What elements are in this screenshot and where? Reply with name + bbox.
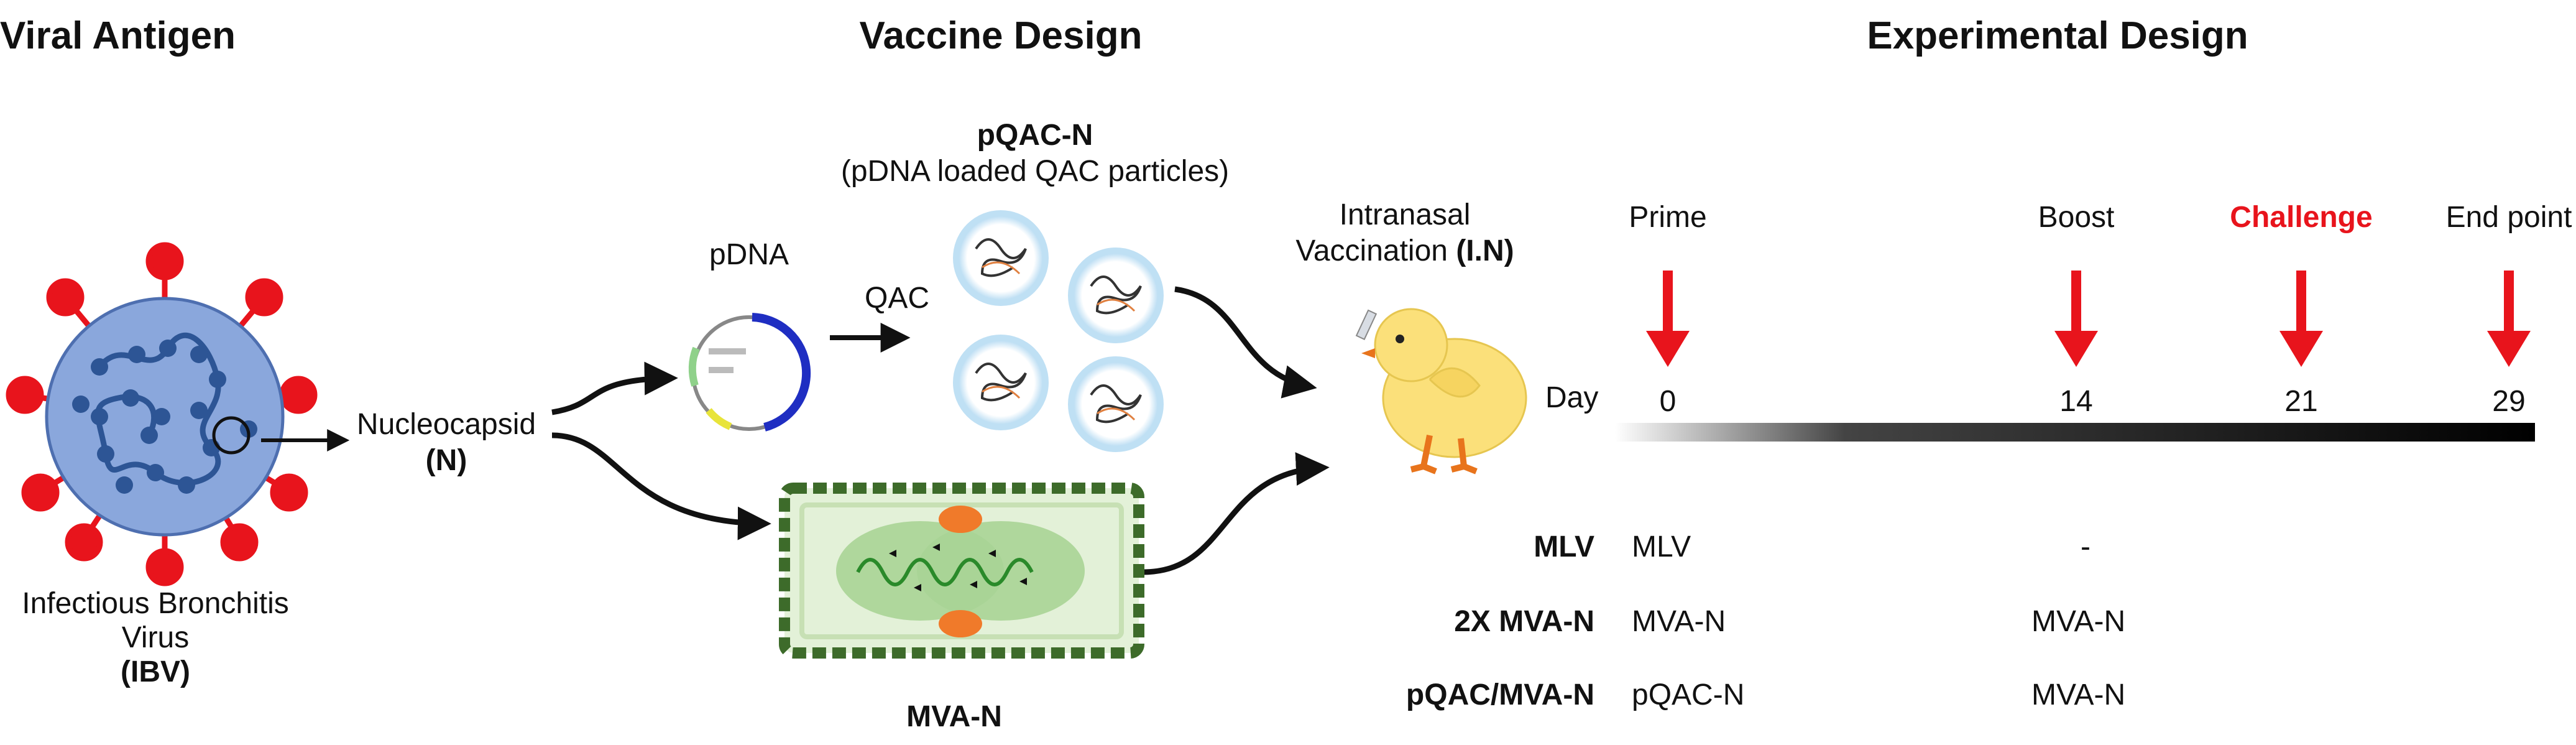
- chick-icon: [1355, 308, 1527, 474]
- group-2xmva-boost: MVA-N: [2031, 605, 2126, 638]
- nucleocapsid-label: Nucleocapsid: [356, 408, 536, 441]
- day-14-label: 14: [2059, 385, 2093, 418]
- vaccination-line2: Vaccination: [1295, 234, 1448, 267]
- virus-name-line1: Infectious Bronchitis: [22, 587, 289, 620]
- event-challenge-label: Challenge: [2230, 201, 2373, 234]
- vaccination-line2-group: Vaccination (I.N): [1295, 234, 1514, 268]
- day-29-label: 29: [2492, 385, 2526, 418]
- qac-label: QAC: [864, 282, 930, 315]
- event-boost-label: Boost: [2038, 201, 2115, 234]
- pqac-to-chick-arrow: [1174, 286, 1317, 399]
- pqac-n-subtitle: (pDNA loaded QAC particles): [840, 155, 1230, 188]
- day-label: Day: [1545, 381, 1599, 414]
- day-21-label: 21: [2284, 385, 2318, 418]
- pqac-n-title: pQAC-N: [977, 119, 1093, 152]
- group-pqac-name: pQAC/MVA-N: [1405, 678, 1594, 711]
- nucleocapsid-abbrev: (N): [425, 444, 467, 477]
- vaccine-design-heading: Vaccine Design: [859, 14, 1143, 57]
- ibv-virus-icon: [6, 242, 318, 586]
- group-mlv-boost: -: [2081, 530, 2091, 563]
- vaccination-abbrev: (I.N): [1456, 234, 1514, 267]
- day-0-label: 0: [1659, 385, 1677, 418]
- vaccination-line1: Intranasal: [1339, 198, 1471, 231]
- group-2xmva-name: 2X MVA-N: [1454, 605, 1594, 638]
- group-mlv-name: MLV: [1534, 530, 1594, 563]
- experimental-design-heading: Experimental Design: [1867, 14, 2248, 57]
- group-pqac-boost: MVA-N: [2031, 678, 2126, 711]
- pdna-label: pDNA: [709, 238, 789, 271]
- group-mlv-prime: MLV: [1632, 530, 1691, 563]
- virus-abbrev: (IBV): [121, 655, 190, 688]
- timeline-bar: [1615, 423, 2535, 442]
- mva-cell-icon: [779, 483, 1144, 659]
- mva-to-chick-arrow: [1142, 452, 1330, 575]
- timeline-arrows: [1646, 271, 2531, 367]
- qac-particles-icon: [953, 210, 1164, 452]
- event-prime-label: Prime: [1629, 201, 1707, 234]
- group-2xmva-prime: MVA-N: [1632, 605, 1726, 638]
- viral-antigen-heading: Viral Antigen: [0, 14, 236, 57]
- virus-name-line2: Virus: [121, 621, 190, 654]
- group-pqac-prime: pQAC-N: [1632, 678, 1745, 711]
- event-endpoint-label: End point: [2445, 201, 2572, 234]
- n-to-pdna-arrow: [551, 361, 678, 415]
- n-to-mva-arrow: [551, 432, 771, 540]
- mva-n-label: MVA-N: [906, 700, 1002, 733]
- plasmid-icon: [688, 313, 811, 432]
